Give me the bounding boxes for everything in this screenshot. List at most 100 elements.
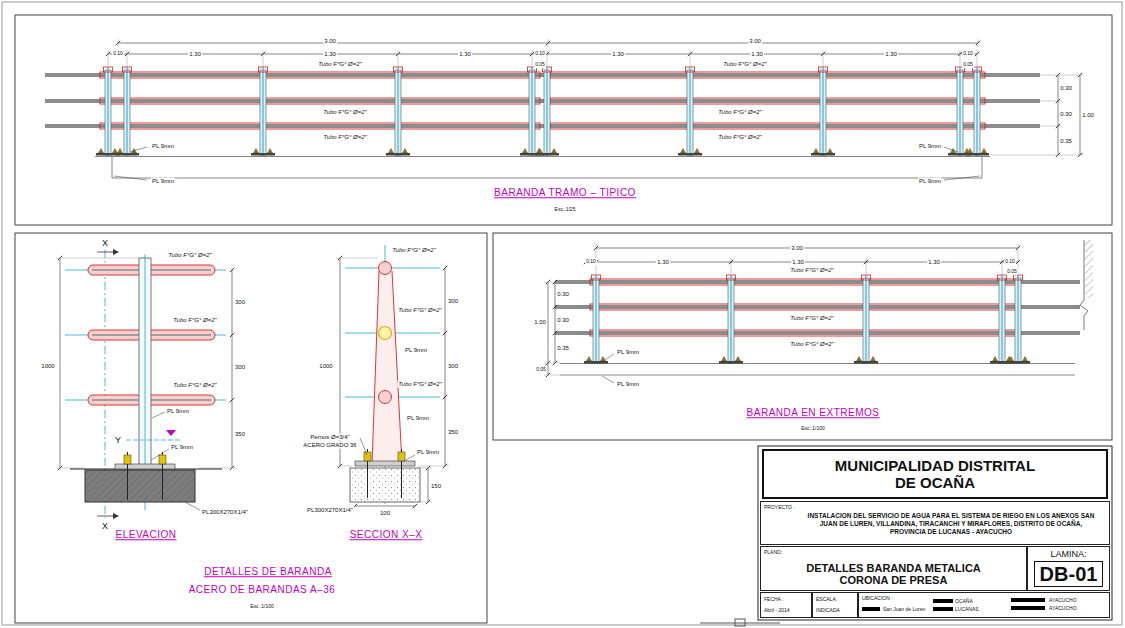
dimension-text: 1.30 — [791, 259, 805, 266]
location-name: San Juan de Luren — [883, 606, 925, 612]
dimension-text: 0.10 — [534, 51, 546, 57]
pipe-callout: Tubo F°G° Ø=2" — [789, 341, 834, 348]
location-name: LUCANAS — [955, 606, 979, 612]
dimension-text: 0.10 — [585, 259, 597, 265]
detail-views-part — [230, 268, 234, 272]
detail-views-part — [124, 455, 131, 464]
field-label: UBICACION : — [862, 595, 893, 601]
end-railing-view-part — [553, 331, 557, 335]
dimension-text: 0.30 — [556, 317, 570, 324]
detail-views-part — [60, 258, 61, 468]
detail-views-part — [350, 468, 420, 502]
pipe-callout: Tubo F°G° Ø=2" — [717, 109, 762, 116]
detail-views-part — [379, 391, 392, 404]
detail-views-part — [88, 265, 215, 275]
end-railing-view-part — [560, 363, 1075, 364]
detail-views-part — [159, 455, 166, 464]
dimension-text: 300 — [234, 364, 246, 371]
location-name: OCAÑA — [955, 598, 973, 604]
end-railing-view-part — [864, 260, 868, 264]
dimension-text: 0.30 — [556, 291, 570, 298]
dimension-text: PL 9mm — [416, 449, 440, 456]
dimension-text: 0.35 — [556, 345, 570, 352]
scale-value: INDICADA — [816, 607, 840, 613]
dimension-text: 3.00 — [323, 38, 337, 45]
field-label: PROYECTO : — [764, 504, 795, 510]
detail-views-part — [113, 513, 119, 519]
dimension-text: PL 9mm — [170, 444, 194, 451]
typical-span-view-part — [100, 98, 540, 104]
dimension-text: 1.30 — [323, 51, 337, 58]
pipe-callout: Tubo F°G° Ø=2" — [722, 61, 767, 68]
typical-span-view — [15, 15, 1112, 225]
date-box: FECHA : Abril - 2014 — [760, 592, 812, 618]
typical-span-view-part — [112, 157, 982, 178]
sheet-title: DETALLES BARANDA METALICA CORONA DE PRES… — [781, 562, 1006, 586]
scale-box: ESCALA:INDICADA — [812, 592, 858, 618]
typical-span-view-part — [100, 72, 540, 78]
dimension-text: 350 — [447, 429, 459, 436]
pipe-callout: Tubo F°G° Ø=2" — [397, 307, 442, 314]
typical-span-view-part — [520, 67, 544, 156]
dimension-text: 0.10 — [112, 51, 124, 57]
dimension-text: PL 9mm — [151, 178, 175, 185]
dimension-text: 0.05 — [962, 62, 974, 68]
section-mark: X — [101, 521, 109, 531]
end-railing-view-part — [560, 375, 1075, 376]
typical-span-view-part — [95, 156, 990, 157]
detail-views-part — [360, 438, 415, 461]
typical-span-view-part — [548, 39, 549, 47]
dimension-text: 0.35 — [1059, 138, 1073, 145]
dimension-text: 1.30 — [927, 259, 941, 266]
dimension-text: 350 — [234, 431, 246, 438]
detail-views-part — [355, 506, 415, 507]
end-railing-view-part — [596, 248, 1018, 249]
detail-views-part — [88, 330, 215, 340]
typical-span-view-part — [251, 67, 275, 156]
end-railing-view — [493, 233, 1112, 440]
detail-views-part — [443, 331, 447, 335]
pipe-callout: Tubo F°G° Ø=2" — [322, 134, 367, 141]
typical-span-view-part — [978, 39, 979, 47]
dimension-text: 1.30 — [656, 259, 670, 266]
detail-views-part — [368, 449, 402, 498]
scale-note: Esc.:1/100 — [249, 604, 275, 610]
dimension-text: 300 — [447, 298, 459, 305]
detail-views-part — [418, 466, 449, 467]
detail-views-part — [379, 262, 392, 275]
detail-views-part — [355, 461, 415, 466]
dimension-text: 0.05 — [1006, 269, 1018, 275]
dimension-text: 1.00 — [533, 319, 547, 326]
detail-views-part — [151, 412, 200, 510]
view-subtitle: ACERO DE BARANDAS A–36 — [188, 584, 337, 596]
end-railing-view-part — [590, 279, 1018, 285]
detail-views-part — [85, 470, 195, 502]
end-railing-view-part — [602, 354, 614, 383]
field-label: FECHA : — [764, 596, 783, 602]
date-value: Abril - 2014 — [764, 607, 790, 613]
scale-note: Esc.:1/100 — [800, 426, 826, 432]
dimension-text: 150 — [430, 483, 442, 490]
sheet-mark-part — [700, 623, 780, 624]
detail-views-part — [85, 470, 195, 502]
end-railing-view-part — [1085, 240, 1093, 298]
end-railing-view-part — [584, 275, 608, 364]
pipe-callout: Tubo F°G° Ø=2" — [391, 247, 436, 254]
dimension-text: 300 — [234, 299, 246, 306]
detail-views-part — [92, 399, 211, 401]
detail-views-part — [92, 334, 211, 336]
dimension-text: 0.30 — [1059, 111, 1073, 118]
detail-views-part — [398, 452, 405, 461]
pipe-callout: Tubo F°G° Ø=2" — [172, 382, 217, 389]
typical-span-view-part — [115, 67, 139, 156]
detail-views-part — [97, 516, 113, 517]
typical-span-view-part — [45, 99, 1040, 103]
end-railing-view-part — [990, 275, 1014, 364]
project-text: INSTALACION DEL SERVICIO DE AGUA PARA EL… — [801, 512, 1101, 536]
location-name: AYACUCHO — [1049, 597, 1077, 603]
detail-views-part — [232, 270, 233, 468]
view-title: BARANDA EN EXTREMOS — [746, 407, 881, 419]
view-title: DETALLES DE BARANDA — [203, 566, 333, 578]
view-title: ELEVACION — [115, 529, 178, 541]
typical-span-view-part — [990, 75, 1084, 155]
